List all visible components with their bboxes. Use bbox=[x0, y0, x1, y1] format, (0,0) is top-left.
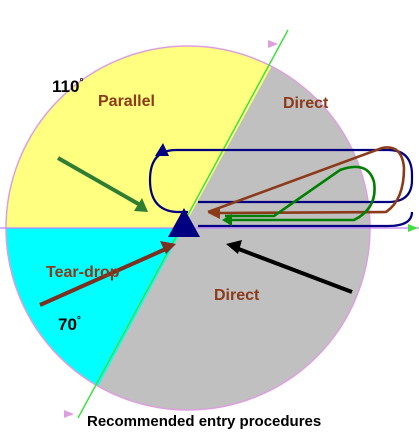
direct-track-arrow-icon bbox=[208, 207, 220, 219]
right-tick-arrow-icon bbox=[408, 224, 418, 232]
direct-approach-arrowhead-icon bbox=[226, 240, 242, 254]
direct-track bbox=[207, 146, 406, 215]
direct-top-label: Direct bbox=[283, 95, 329, 112]
angle-110-label: 110° bbox=[52, 77, 83, 96]
parallel-track-lower bbox=[198, 211, 414, 228]
parallel-approach-arrow bbox=[57, 156, 143, 208]
parallel-approach-arrowhead-icon bbox=[134, 198, 148, 212]
angle-70-label: 70° bbox=[58, 315, 81, 334]
top-tick-arrow-icon bbox=[268, 40, 278, 48]
triangle-fix-icon bbox=[168, 208, 200, 237]
teardrop-track-arrow-icon bbox=[222, 214, 232, 226]
parallel-label: Parallel bbox=[98, 93, 155, 110]
sector-fills bbox=[6, 46, 370, 410]
parallel-track-arrow-icon bbox=[155, 143, 169, 156]
bottom-tick-arrow-icon bbox=[64, 410, 74, 418]
direct-approach-arrow bbox=[235, 246, 353, 294]
teardrop-approach-arrowhead-icon bbox=[160, 241, 176, 254]
teardrop-track bbox=[225, 165, 376, 222]
teardrop-label: Tear-drop bbox=[46, 264, 120, 281]
teardrop-approach-arrow bbox=[39, 246, 169, 307]
diagram-caption: Recommended entry procedures bbox=[87, 413, 321, 430]
direct-bottom-label: Direct bbox=[214, 287, 260, 304]
